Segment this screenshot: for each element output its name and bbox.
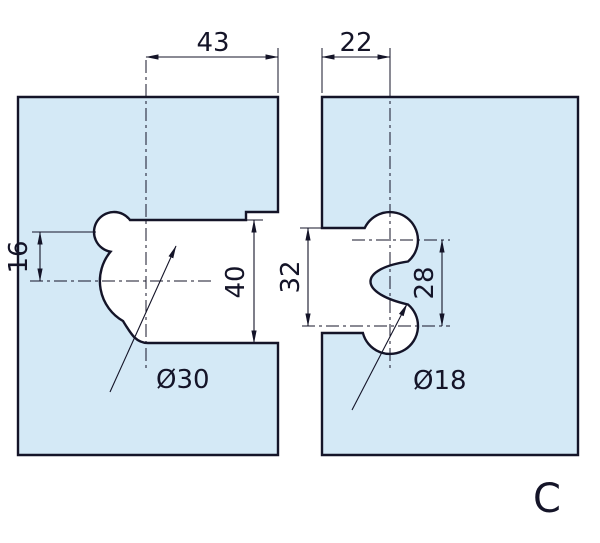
dim-text-40: 40 — [221, 265, 251, 298]
centerlines — [30, 60, 450, 368]
dim-text-16: 16 — [4, 240, 34, 273]
dim-text-22: 22 — [339, 28, 372, 58]
dim-text-28: 28 — [410, 266, 440, 299]
dim-text-43: 43 — [196, 28, 229, 58]
dimension-lines — [37, 54, 445, 411]
dim-text-d18: Ø18 — [413, 366, 467, 396]
section-label: C — [533, 476, 561, 522]
right-plate — [320, 95, 580, 457]
dimension-texts: 43 22 16 40 32 28 Ø30 Ø18 — [4, 28, 467, 396]
dim-text-d30: Ø30 — [156, 365, 210, 395]
leader-line-d18 — [351, 303, 408, 411]
left-plate — [16, 95, 280, 457]
plates — [16, 95, 580, 457]
leader-line-d30 — [109, 245, 177, 393]
dim-text-32: 32 — [276, 260, 306, 293]
